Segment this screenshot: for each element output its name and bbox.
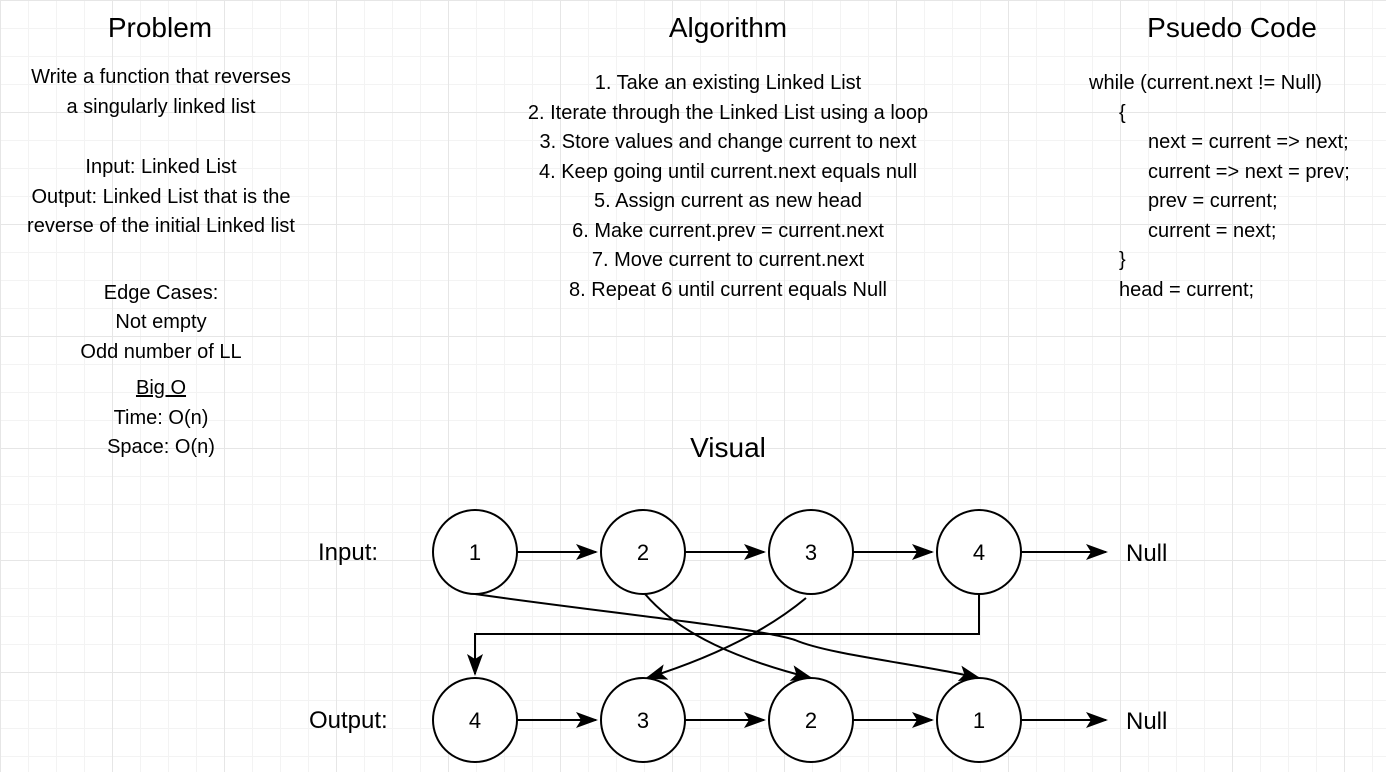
pseudo-code: while (current.next != Null) { next = cu… [1089,69,1379,305]
input-node: 4 [936,509,1022,595]
algorithm-step: 1. Take an existing Linked List [594,72,862,94]
pseudo-line: prev = current; [1148,190,1278,212]
input-node: 3 [768,509,854,595]
edge-case-item: Odd number of LL [80,340,242,363]
output-node-label: 2 [805,708,817,733]
output-null-label: Null [1126,708,1167,735]
algorithm-step: 3. Store values and change current to ne… [539,131,917,153]
input-node-label: 3 [805,540,817,565]
input-null-label: Null [1126,540,1167,567]
pseudo-line: current => next = prev; [1148,160,1350,183]
output-node: 4 [432,677,518,763]
output-nodes: 4 3 2 1 [432,677,1022,763]
input-node: 1 [432,509,518,595]
algorithm-step: 6. Make current.prev = current.next [572,219,884,242]
visual-heading: Visual [690,432,766,463]
problem-heading: Problem [107,12,213,43]
mapping-arrows [467,593,981,682]
output-node: 3 [600,677,686,763]
pseudo-line: head = current; [1119,278,1255,301]
big-o-title: Big O [135,377,187,399]
map-arrow-2 [644,593,813,681]
input-node-label: 2 [637,540,649,565]
map-arrow-1 [474,593,981,682]
edge-cases-title: Edge Cases: [103,281,219,304]
algorithm-heading: Algorithm [668,12,788,43]
problem-io-line: Output: Linked List that is the [31,185,291,208]
map-arrow-4 [467,594,980,676]
pseudo-heading: Psuedo Code [1147,12,1317,43]
problem-text: Write a function that reverses a singula… [10,63,312,463]
output-node: 2 [768,677,854,763]
input-nodes: 1 2 3 4 [432,509,1022,595]
algorithm-step: 2. Iterate through the Linked List using… [527,101,929,124]
output-node: 1 [936,677,1022,763]
problem-description-line: a singularly linked list [66,95,256,118]
big-o-time: Time: O(n) [113,406,209,429]
output-node-label: 1 [973,708,985,733]
big-o-space: Space: O(n) [107,436,215,458]
algorithm-step: 5. Assign current as new head [594,190,862,212]
pseudo-line: { [1119,101,1126,124]
algorithm-step: 7. Move current to current.next [591,249,865,271]
algorithm-step: 8. Repeat 6 until current equals Null [569,278,887,301]
pseudo-line: while (current.next != Null) [1089,72,1322,94]
problem-io-line: Input: Linked List [85,156,237,178]
pseudo-line: next = current => next; [1148,131,1349,153]
input-node-label: 4 [973,540,985,565]
output-node-label: 4 [469,708,481,733]
algorithm-steps: 1. Take an existing Linked List 2. Itera… [478,69,978,305]
pseudo-line: current = next; [1148,219,1277,242]
edge-case-item: Not empty [115,311,207,333]
algorithm-step: 4. Keep going until current.next equals … [538,160,918,183]
output-node-label: 3 [637,708,649,733]
output-row-label: Output: [309,707,388,734]
input-row-label: Input: [318,539,379,566]
pseudo-line: } [1119,249,1126,271]
problem-description-line: Write a function that reverses [31,66,291,88]
problem-io-line: reverse of the initial Linked list [27,215,295,237]
map-arrow-3 [645,597,807,680]
input-node-label: 1 [469,540,481,565]
input-node: 2 [600,509,686,595]
